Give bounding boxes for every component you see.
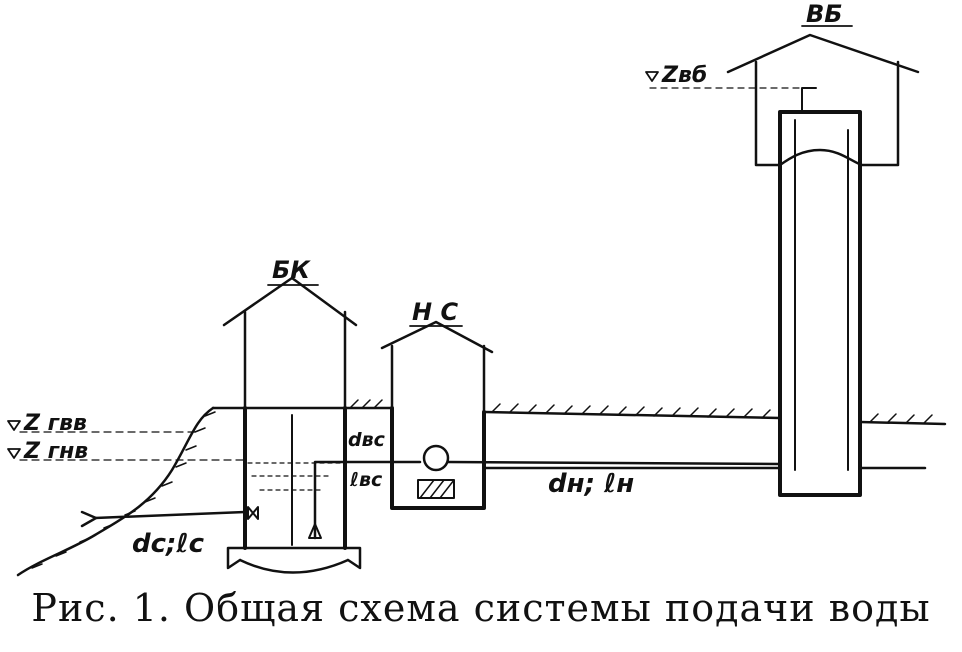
label-l-vs: ℓвс <box>349 469 383 491</box>
foundation-hatching <box>419 479 455 499</box>
pump-foundation <box>417 479 455 499</box>
pump-icon <box>422 444 450 472</box>
label-vb: ВБ <box>806 0 843 28</box>
intake-pipe <box>93 510 247 520</box>
label-z-gvv: Z гвв <box>23 411 87 436</box>
ground-line <box>211 406 947 426</box>
bk-base <box>226 546 362 574</box>
label-dc-lc: dc;ℓc <box>132 529 205 559</box>
label-ns: Н С <box>412 298 458 326</box>
bk-roof <box>222 276 358 327</box>
water-supply-diagram: БК Н С ВБ Zвб Z гвв Z гнв dвс ℓвс dн; ℓн… <box>7 0 947 577</box>
intake-inlet <box>80 510 98 528</box>
vb-column-outer <box>778 110 862 497</box>
bk-shaft <box>243 406 347 550</box>
level-marker-gvv <box>7 420 21 431</box>
vb-tank <box>754 60 900 167</box>
vb-riser <box>801 87 817 113</box>
label-dn-ln: dн; ℓн <box>548 469 634 499</box>
level-marker-vb <box>645 71 659 82</box>
ns-roof <box>380 320 494 354</box>
label-bk: БК <box>272 256 311 284</box>
suction-strainer <box>308 523 322 539</box>
label-z-vb: Zвб <box>661 63 707 88</box>
bk-walls-upper <box>243 310 347 410</box>
vb-roof <box>726 33 920 74</box>
suction-pipe <box>313 460 422 540</box>
ns-walls <box>390 344 486 414</box>
bank-hatching <box>31 411 216 569</box>
label-z-gnv: Z гнв <box>23 439 88 464</box>
ns-pit <box>390 406 486 510</box>
intake-valve <box>247 506 259 520</box>
level-marker-gnv <box>7 448 21 459</box>
label-d-vs: dвс <box>348 429 386 451</box>
ground-hatching <box>349 399 933 424</box>
figure-caption: Рис. 1. Общая схема системы подачи воды <box>31 586 931 630</box>
pressure-pipe <box>446 460 782 466</box>
bk-water-surface <box>247 462 343 491</box>
vb-column-inner <box>794 119 849 471</box>
